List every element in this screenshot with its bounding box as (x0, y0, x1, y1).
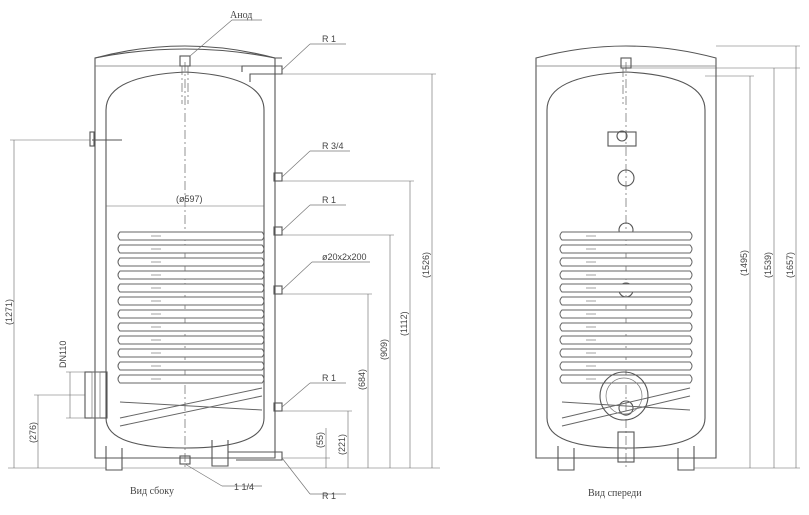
side-foot-mid (211, 440, 229, 467)
front-view: (1495) (1539) (1657) Вид спереди (535, 45, 800, 499)
left-dimensions: (1271) (276) DN110 (4, 139, 106, 469)
side-top-cap (94, 45, 282, 59)
connection-labels: R 1 R 3/4 R 1 ø20x2x200 R 1 R 1 1 1/4 (184, 34, 370, 501)
front-foot-right (677, 446, 695, 471)
anode-head (179, 55, 191, 67)
coil-turn (559, 270, 693, 280)
r1-bottom-label: R 1 (322, 491, 336, 501)
flange-circle (599, 371, 649, 421)
r1-top-label: R 1 (322, 34, 336, 44)
coil-return (119, 387, 263, 427)
dim-1495: (1495) (739, 250, 749, 276)
coil-turn (559, 244, 693, 254)
dim-276: (276) (28, 422, 38, 443)
thermometer-head (89, 131, 95, 147)
r34-label: R 3/4 (322, 141, 344, 151)
coil-turn (559, 322, 693, 332)
coil-turn (559, 231, 693, 241)
diameter-label: (ø597) (176, 194, 203, 204)
brand-logo-icon (616, 130, 628, 142)
dim-1526: (1526) (421, 252, 431, 278)
coil-turn (559, 309, 693, 319)
coil-turn (559, 257, 693, 267)
front-foot-left (557, 446, 575, 471)
anode-label: Анод (230, 10, 252, 21)
coil-turn (117, 335, 265, 345)
sensor-label: ø20x2x200 (322, 252, 367, 262)
side-coil (117, 231, 265, 427)
flange-dn110 (84, 371, 108, 419)
anode-leader (189, 19, 233, 57)
front-inner-tank (546, 71, 706, 449)
r1-mid-label: R 1 (322, 195, 336, 205)
brand-logo-plate (607, 131, 637, 147)
front-coil (559, 231, 693, 427)
coil-turn (117, 283, 265, 293)
front-dimensions: (1495) (1539) (1657) (631, 45, 800, 469)
dim-909: (909) (379, 339, 389, 360)
side-caption: Вид сбоку (130, 486, 174, 497)
coil-turn (559, 374, 693, 384)
coil-turn (117, 270, 265, 280)
dim-1539: (1539) (763, 252, 773, 278)
front-casing (535, 45, 717, 459)
sensor-circle-3 (618, 400, 634, 416)
side-view: Анод (ø597) R 1 R 3/4 R 1 (4, 10, 440, 501)
front-caption: Вид спереди (588, 488, 642, 499)
right-dimensions: (1526) (1112) (909) (684) (221) (55) (122, 73, 440, 469)
dim-221: (221) (337, 434, 347, 455)
coil-turn (117, 322, 265, 332)
flange-circle-inner (605, 377, 643, 415)
side-inner-tank (105, 71, 265, 449)
coil-turn (559, 296, 693, 306)
coil-return (561, 387, 691, 427)
top-pipe (241, 65, 283, 82)
dim-1657: (1657) (785, 252, 795, 278)
flange-inner (91, 371, 101, 419)
coil-turn (117, 257, 265, 267)
front-anode-head (620, 57, 632, 69)
coil-turn (559, 348, 693, 358)
dim-684: (684) (357, 369, 367, 390)
thermometer-icon (617, 169, 635, 187)
coil-turn (559, 283, 693, 293)
coil-turn (559, 361, 693, 371)
coil-turn (117, 296, 265, 306)
coil-turn (559, 335, 693, 345)
coil-turn (117, 361, 265, 371)
side-foot-left (105, 446, 123, 471)
dim-1112: (1112) (399, 311, 409, 336)
coil-turn (117, 244, 265, 254)
dim-1271: (1271) (4, 299, 14, 325)
coil-turn (117, 374, 265, 384)
coil-turn (117, 231, 265, 241)
bottom-pipe (228, 451, 283, 461)
coil-turn (117, 348, 265, 358)
coil-turn (117, 309, 265, 319)
drain-label: 1 1/4 (234, 482, 254, 492)
r1-low-label: R 1 (322, 373, 336, 383)
flange-label: DN110 (58, 341, 68, 368)
dim-55: (55) (315, 432, 325, 448)
